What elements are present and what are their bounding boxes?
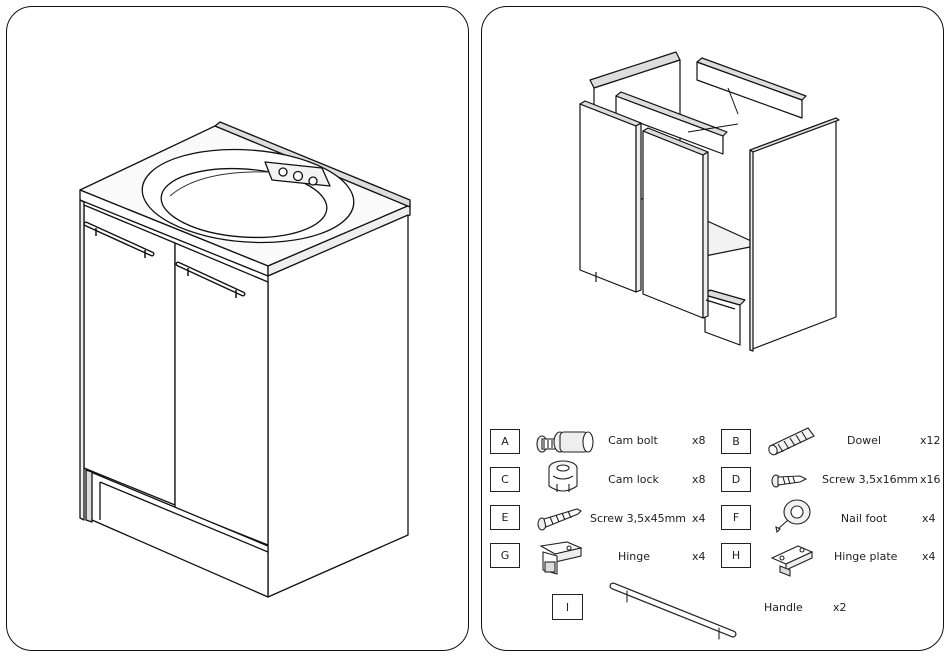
part-label-a: A xyxy=(490,429,520,454)
dowel-icon xyxy=(764,422,820,458)
hinge-icon xyxy=(537,538,585,580)
cam-lock-icon xyxy=(543,458,583,498)
part-name-d: Screw 3,5x16mm xyxy=(822,473,906,486)
part-qty-i: x2 xyxy=(833,601,847,614)
cam-bolt-icon xyxy=(530,422,600,462)
part-label-b: B xyxy=(721,429,751,454)
part-qty-a: x8 xyxy=(692,434,706,447)
part-label-g: G xyxy=(490,543,520,568)
part-label-d: D xyxy=(721,467,751,492)
part-name-f: Nail foot xyxy=(840,512,888,525)
hinge-plate-icon xyxy=(768,540,818,578)
short-screw-icon xyxy=(770,468,810,490)
part-label-f: F xyxy=(721,505,751,530)
part-qty-d: x16 xyxy=(920,473,941,486)
part-label-i: I xyxy=(552,594,583,620)
part-name-i: Handle xyxy=(764,601,802,614)
side-panel-right xyxy=(750,118,836,350)
part-name-h: Hinge plate xyxy=(834,550,892,563)
part-name-g: Hinge xyxy=(617,550,651,563)
part-qty-c: x8 xyxy=(692,473,706,486)
part-label-e: E xyxy=(490,505,520,530)
nail-foot-icon xyxy=(772,496,816,536)
part-label-h: H xyxy=(721,543,751,568)
cabinet-door-panel xyxy=(643,131,703,318)
long-screw-icon xyxy=(535,504,585,534)
part-name-a: Cam bolt xyxy=(608,434,658,447)
part-qty-e: x4 xyxy=(692,512,706,525)
part-name-b: Dowel xyxy=(843,434,885,447)
part-qty-f: x4 xyxy=(922,512,936,525)
part-qty-b: x12 xyxy=(920,434,941,447)
part-name-e: Screw 3,5x45mm xyxy=(590,512,676,525)
side-panel-left xyxy=(580,104,636,292)
handle-bar-icon xyxy=(605,578,745,644)
part-label-c: C xyxy=(490,467,520,492)
part-name-c: Cam lock xyxy=(606,473,661,486)
part-qty-g: x4 xyxy=(692,550,706,563)
part-qty-h: x4 xyxy=(922,550,936,563)
